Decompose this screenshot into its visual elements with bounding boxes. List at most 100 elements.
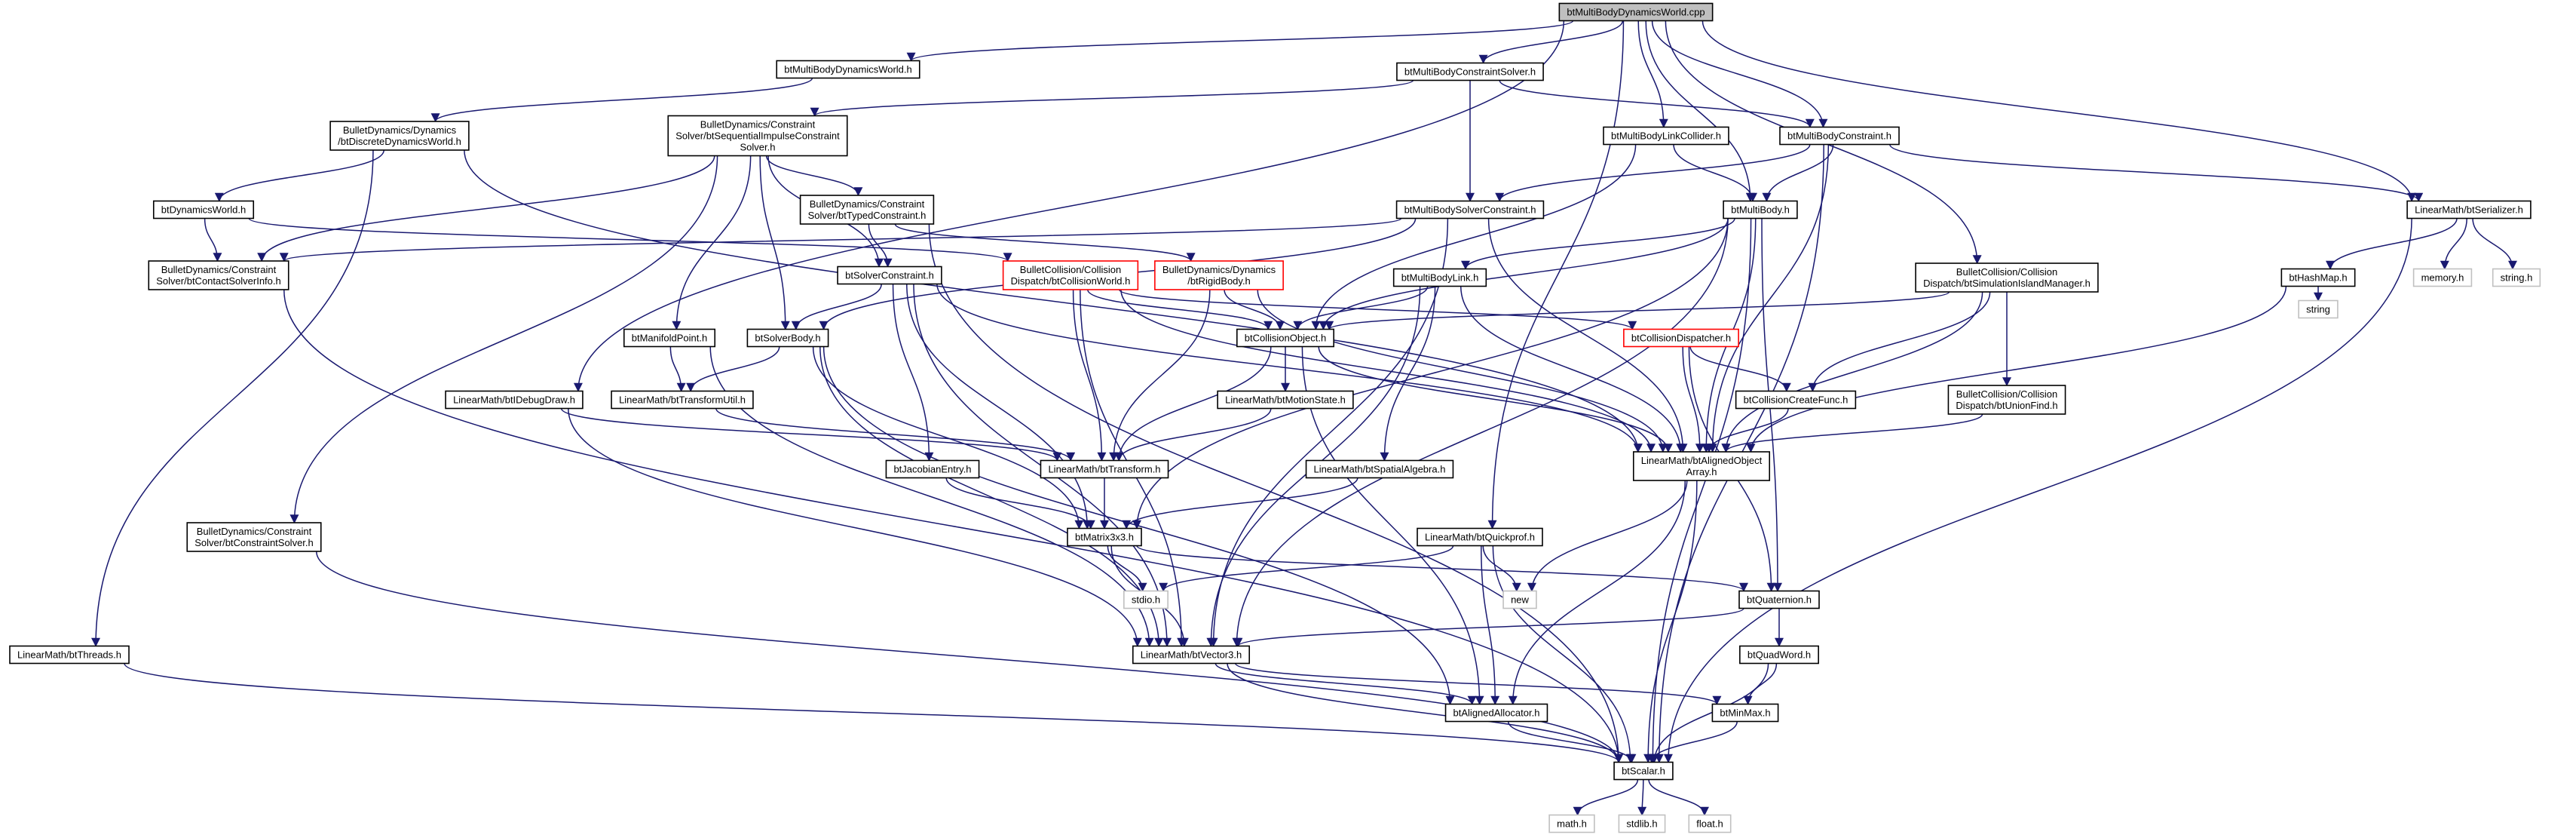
node-root[interactable]: btMultiBodyDynamicsWorld.cpp [1558, 2, 1714, 22]
node-math-h[interactable]: math.h [1548, 814, 1595, 833]
node-mbdw-h[interactable]: btMultiBodyDynamicsWorld.h [776, 60, 920, 79]
node-ccf-h[interactable]: btCollisionCreateFunc.h [1735, 390, 1857, 410]
node-label: btCollisionObject.h [1245, 333, 1326, 344]
edge-mm-h-to-sc2-h [1646, 721, 1738, 763]
node-label-line: BulletCollision/Collision [1956, 388, 2057, 400]
node-hm-h[interactable]: btHashMap.h [2280, 268, 2356, 287]
node-ser-h[interactable]: LinearMath/btSerializer.h [2406, 200, 2532, 219]
node-sb-h[interactable]: btSolverBody.h [746, 328, 829, 348]
node-box [186, 522, 322, 552]
node-mbsc-h[interactable]: btMultiBodySolverConstraint.h [1395, 200, 1545, 219]
node-ddw-h[interactable]: BulletDynamics/Dynamics/btDiscreteDynami… [329, 121, 470, 151]
edge-tc-h-to-sc2-h [928, 223, 1624, 763]
node-th-h[interactable]: LinearMath/btThreads.h [9, 645, 130, 665]
edge-ser-h-to-hm-h [2326, 218, 2458, 270]
node-label-line: float.h [1696, 818, 1723, 830]
edge-root-to-mbc-h [1651, 20, 1828, 128]
node-ms-h[interactable]: LinearMath/btMotionState.h [1217, 390, 1354, 410]
node-mbc-h[interactable]: btMultiBodyConstraint.h [1779, 126, 1900, 146]
edge-root-to-qp-h [1487, 20, 1625, 530]
node-label-line: string [2306, 304, 2330, 315]
node-box [1417, 527, 1543, 547]
node-label: btMultiBodyDynamicsWorld.cpp [1567, 7, 1705, 18]
edge-mb-h-to-sc2-h [1648, 218, 1752, 763]
edge-csi-h-to-sc2-h [283, 289, 1624, 763]
node-dd-h[interactable]: LinearMath/btIDebugDraw.h [445, 390, 584, 410]
node-box [1395, 200, 1545, 219]
edge-cd-h-to-aoa-h [1682, 346, 1705, 453]
node-box [667, 115, 848, 157]
node-qp-h[interactable]: LinearMath/btQuickprof.h [1417, 527, 1543, 547]
node-label-line: LinearMath/btMotionState.h [1225, 394, 1346, 406]
node-mbl-h[interactable]: btMultiBodyLink.h [1392, 268, 1487, 287]
node-co-h[interactable]: btCollisionObject.h [1236, 328, 1334, 348]
node-mm-h[interactable]: btMinMax.h [1711, 703, 1779, 723]
node-box [1613, 761, 1674, 781]
node-stdio-h[interactable]: stdio.h [1123, 590, 1169, 609]
node-sc-h[interactable]: btSolverConstraint.h [837, 266, 942, 285]
node-mbcs-h[interactable]: btMultiBodyConstraintSolver.h [1396, 62, 1544, 81]
node-je-h[interactable]: btJacobianEntry.h [885, 459, 980, 479]
nodes-layer: btMultiBodyDynamicsWorld.cpp btMultiBodyD… [9, 2, 2541, 833]
node-sc2-h[interactable]: btScalar.h [1613, 761, 1674, 781]
node-cd-h[interactable]: btCollisionDispatcher.h [1623, 328, 1739, 348]
node-label-line: btJacobianEntry.h [893, 464, 971, 475]
node-box [1154, 260, 1284, 290]
edges-layer [91, 20, 2517, 816]
node-stdlib-h[interactable]: stdlib.h [1618, 814, 1666, 833]
node-label-line: Array.h [1686, 466, 1717, 477]
node-label: btQuadWord.h [1747, 649, 1811, 661]
node-string[interactable]: string [2298, 299, 2339, 319]
node-label: LinearMath/btQuickprof.h [1425, 532, 1535, 543]
edge-sc2-h-to-float-h [1648, 779, 1709, 816]
edge-sics-h-to-sb-h [759, 155, 790, 330]
node-label-line: btAlignedAllocator.h [1453, 708, 1540, 719]
node-v3-h[interactable]: LinearMath/btVector3.h [1132, 645, 1251, 665]
node-memory-h[interactable]: memory.h [2412, 268, 2473, 287]
edge-tu-h-to-tr-h [715, 408, 1076, 462]
edge-root-to-mb-h [1645, 20, 1755, 202]
node-rb-h[interactable]: BulletDynamics/Dynamics/btRigidBody.h [1154, 260, 1284, 290]
node-box [1779, 126, 1900, 146]
node-label-line: BulletDynamics/Constraint [161, 264, 277, 275]
node-box [1502, 590, 1537, 609]
node-float-h[interactable]: float.h [1688, 814, 1732, 833]
node-label: LinearMath/btSerializer.h [2415, 204, 2523, 216]
node-aa-h[interactable]: btAlignedAllocator.h [1444, 703, 1548, 723]
node-mblc-h[interactable]: btMultiBodyLinkCollider.h [1603, 126, 1729, 146]
node-label-line: btScalar.h [1622, 766, 1665, 777]
edge-sb-h-to-v3-h [819, 346, 1164, 647]
node-sa-h[interactable]: LinearMath/btSpatialAlgebra.h [1305, 459, 1454, 479]
node-label-line: BulletCollision/Collision [1956, 266, 2057, 278]
node-mb-h[interactable]: btMultiBody.h [1723, 200, 1798, 219]
node-label: btJacobianEntry.h [893, 464, 971, 475]
node-m33-h[interactable]: btMatrix3x3.h [1067, 527, 1142, 547]
edge-aoa-h-to-sc2-h [1643, 480, 1698, 763]
node-box [2412, 268, 2473, 287]
node-new[interactable]: new [1502, 590, 1537, 609]
node-label-line: btMultiBodyDynamicsWorld.cpp [1567, 7, 1705, 18]
node-q-h[interactable]: btQuaternion.h [1738, 590, 1820, 609]
node-label: btMultiBody.h [1731, 204, 1790, 216]
node-dw-h[interactable]: btDynamicsWorld.h [152, 200, 255, 219]
node-qw-h[interactable]: btQuadWord.h [1739, 645, 1819, 665]
node-box [623, 328, 716, 348]
node-tr-h[interactable]: LinearMath/btTransform.h [1040, 459, 1169, 479]
node-label: LinearMath/btTransform.h [1048, 464, 1160, 475]
node-mp-h[interactable]: btManifoldPoint.h [623, 328, 716, 348]
edge-v3-h-to-sc2-h [1227, 663, 1624, 763]
node-stringh-h[interactable]: string.h [2492, 268, 2541, 287]
node-tu-h[interactable]: LinearMath/btTransformUtil.h [611, 390, 754, 410]
node-box [1711, 703, 1779, 723]
node-label: btManifoldPoint.h [632, 333, 707, 344]
node-label: stdio.h [1132, 594, 1160, 606]
